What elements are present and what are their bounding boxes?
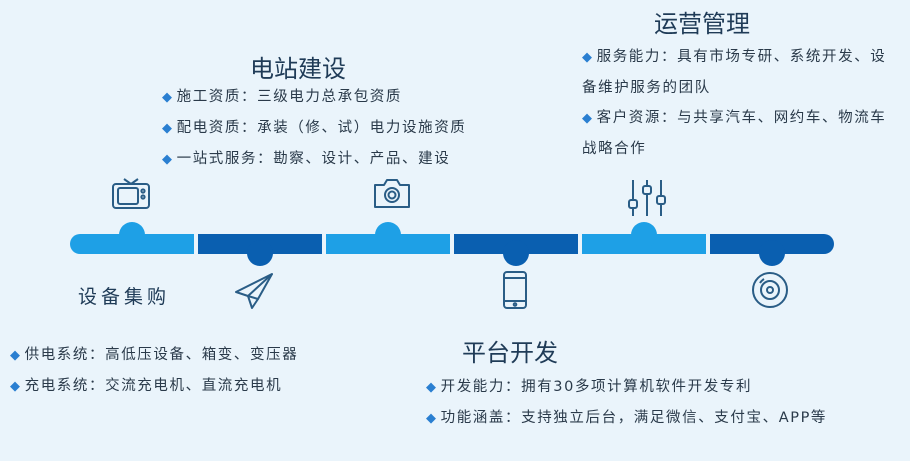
bullet-marker: ◆ <box>582 50 594 65</box>
bullet-marker: ◆ <box>10 379 22 394</box>
paper-plane-icon <box>234 272 274 310</box>
list-item: ◆充电系统：交流充电机、直流充电机 <box>10 378 283 394</box>
bullet-marker: ◆ <box>582 111 594 126</box>
bullet-marker: ◆ <box>162 121 174 136</box>
bullet-marker: ◆ <box>10 348 22 363</box>
list-item: ◆功能涵盖：支持独立后台，满足微信、支付宝、APP等 <box>426 410 828 426</box>
bullet-marker: ◆ <box>426 411 438 426</box>
list-item: ◆一站式服务：勘察、设计、产品、建设 <box>162 151 451 167</box>
list-item: ◆服务能力：具有市场专研、系统开发、设备维护服务的团队 <box>582 49 887 96</box>
camera-icon <box>372 176 412 210</box>
section-title-power-station: 电站建设 <box>250 55 346 83</box>
bullet-marker: ◆ <box>162 90 174 105</box>
list-item: ◆配电资质：承装（修、试）电力设施资质 <box>162 120 467 136</box>
procurement-bullets: ◆供电系统：高低压设备、箱变、变压器 ◆充电系统：交流充电机、直流充电机 <box>10 340 298 402</box>
timeline-knob <box>119 222 145 248</box>
timeline-knob <box>503 240 529 266</box>
section-title-platform: 平台开发 <box>462 339 558 367</box>
equalizer-icon <box>627 178 667 218</box>
disc-icon <box>751 271 789 309</box>
power-station-bullets: ◆施工资质：三级电力总承包资质 ◆配电资质：承装（修、试）电力设施资质 ◆一站式… <box>162 82 466 175</box>
list-item: ◆客户资源：与共享汽车、网约车、物流车战略合作 <box>582 110 887 157</box>
bullet-marker: ◆ <box>162 152 174 167</box>
phone-icon <box>502 270 528 310</box>
timeline-knob <box>247 240 273 266</box>
list-item: ◆施工资质：三级电力总承包资质 <box>162 89 403 105</box>
section-title-operations: 运营管理 <box>654 10 750 38</box>
timeline-knob <box>375 222 401 248</box>
section-title-procurement: 设备集购 <box>78 286 171 308</box>
list-item: ◆供电系统：高低压设备、箱变、变压器 <box>10 347 299 363</box>
timeline-knob <box>759 240 785 266</box>
timeline-knob <box>631 222 657 248</box>
bullet-marker: ◆ <box>426 380 438 395</box>
list-item: ◆开发能力：拥有30多项计算机软件开发专利 <box>426 379 753 395</box>
operations-bullets: ◆服务能力：具有市场专研、系统开发、设备维护服务的团队 ◆客户资源：与共享汽车、… <box>582 42 902 164</box>
tv-icon <box>111 178 151 210</box>
platform-bullets: ◆开发能力：拥有30多项计算机软件开发专利 ◆功能涵盖：支持独立后台，满足微信、… <box>426 372 866 434</box>
